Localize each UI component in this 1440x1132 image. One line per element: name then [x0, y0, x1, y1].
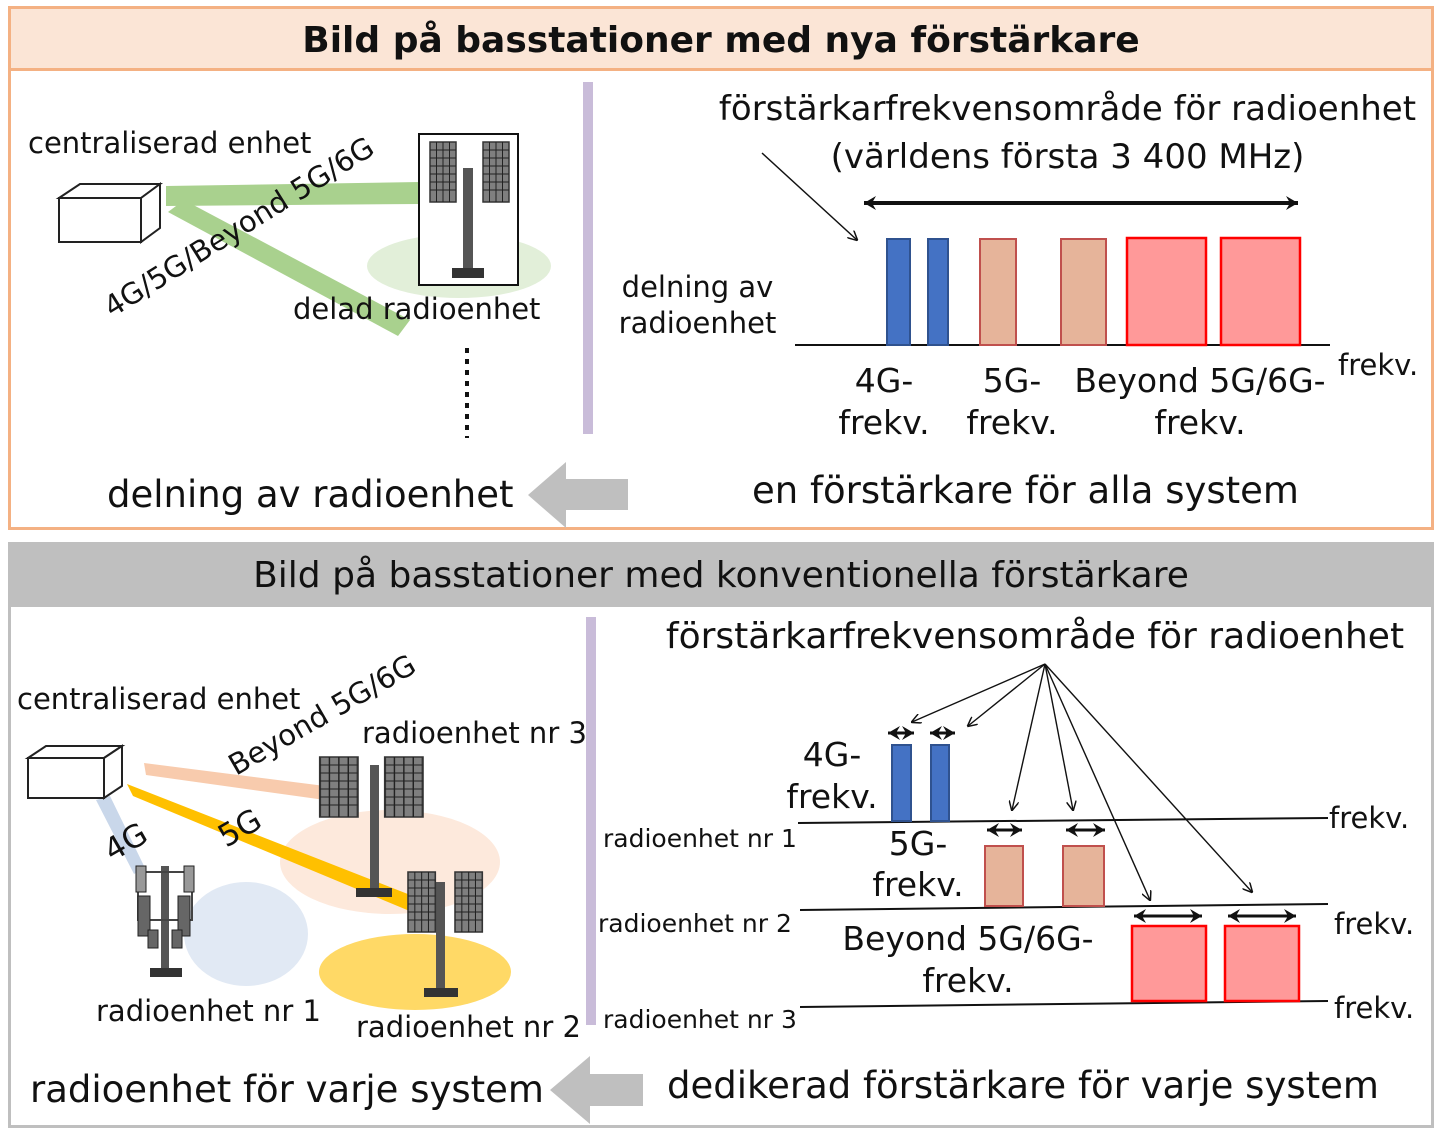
- band-width-arrows: [888, 726, 1296, 923]
- central-unit-box-icon: [55, 182, 164, 244]
- coverage-ellipse-ru1: [184, 882, 308, 986]
- range-title-line1: förstärkarfrekvensområde för radioenhet: [718, 89, 1417, 129]
- ru1-label: radioenhet nr 1: [96, 994, 321, 1028]
- divider-top: [583, 82, 593, 434]
- divider-bottom: [586, 617, 596, 1025]
- link-4g: [96, 796, 145, 874]
- band-4g-2: [927, 238, 949, 346]
- row-label-line1: delning av: [621, 270, 774, 304]
- range-title-line2: (världens första 3 400 MHz): [830, 137, 1305, 177]
- top-header: Bild på basstationer med nya förstärkare: [11, 9, 1431, 71]
- link-5g: [127, 784, 418, 912]
- band-b5g-1: [1130, 924, 1208, 1003]
- range-title: förstärkarfrekvensområde för radioenhet: [665, 616, 1405, 657]
- pointer-line: [761, 152, 857, 240]
- antenna-tower-icon: [318, 755, 424, 897]
- band-4g-label-1: 4G-: [802, 735, 862, 774]
- central-unit-box-icon: [24, 744, 126, 800]
- link-band-upper: [166, 182, 420, 206]
- band-5g-2: [1060, 238, 1107, 346]
- band-4g-label-2: frekv.: [786, 777, 878, 816]
- ru2-label: radioenhet nr 2: [356, 1010, 581, 1044]
- band-5g-1: [984, 845, 1024, 907]
- caption-right-top: en förstärkare för alla system: [752, 469, 1299, 512]
- band-4g-label-2: frekv.: [838, 403, 930, 442]
- freq-axis-label-2: frekv.: [1334, 907, 1415, 941]
- band-4g-2: [930, 744, 950, 822]
- central-unit-label: centraliserad enhet: [17, 682, 301, 716]
- ru3-label: radioenhet nr 3: [362, 716, 587, 750]
- row-label-line2: radioenhet: [618, 306, 777, 340]
- freq-axis-label-1: frekv.: [1329, 801, 1410, 835]
- band-b5g-label-1: Beyond 5G/6G-: [1074, 361, 1326, 400]
- band-b5g-2: [1223, 924, 1301, 1003]
- pointer-fan: [912, 663, 1252, 900]
- band-b5g-1: [1125, 236, 1208, 347]
- row-ru3-label: radioenhet nr 3: [603, 1005, 797, 1034]
- freq-axis-label: frekv.: [1338, 348, 1419, 382]
- antenna-tower-icon: [135, 865, 195, 977]
- band-5g-label-1: 5G-: [888, 824, 948, 863]
- band-4g-1: [891, 744, 912, 822]
- band-b5g-2: [1219, 236, 1302, 347]
- row-ru2-label: radioenhet nr 2: [598, 909, 792, 938]
- band-5g-2: [1062, 845, 1105, 907]
- caption-right-bottom: dedikerad förstärkare för varje system: [667, 1064, 1379, 1107]
- link-b5g: [144, 763, 325, 800]
- freq-axis-label-3: frekv.: [1334, 991, 1415, 1025]
- freq-axis-ru1: [797, 817, 1329, 824]
- left-arrow-icon: [528, 462, 628, 528]
- caption-left-top: delning av radioenhet: [107, 473, 514, 516]
- bottom-header: Bild på basstationer med konventionella …: [11, 545, 1431, 607]
- band-4g-label-1: 4G-: [854, 361, 914, 400]
- band-5g-1: [979, 238, 1017, 346]
- antenna-tower-icon: [407, 871, 484, 997]
- caption-left-bottom: radioenhet för varje system: [30, 1068, 544, 1111]
- central-unit-label: centraliserad enhet: [28, 126, 312, 160]
- link-label-4g: 4G: [98, 816, 154, 869]
- top-title: Bild på basstationer med nya förstärkare: [302, 20, 1140, 61]
- band-5g-label-1: 5G-: [982, 361, 1042, 400]
- band-5g-label-2: frekv.: [966, 403, 1058, 442]
- band-5g-label-2: frekv.: [872, 865, 964, 904]
- coverage-ellipse-ru2: [319, 934, 511, 1010]
- antenna-tower-icon: [418, 133, 519, 286]
- band-4g-1: [886, 238, 911, 346]
- bottom-title: Bild på basstationer med konventionella …: [253, 555, 1189, 596]
- left-arrow-icon: [550, 1056, 643, 1124]
- band-b5g-label-2: frekv.: [1154, 403, 1246, 442]
- band-b5g-label-1: Beyond 5G/6G-: [842, 919, 1094, 958]
- shared-unit-label: delad radioenhet: [293, 292, 541, 326]
- band-b5g-label-2: frekv.: [922, 961, 1014, 1000]
- link-band-lower: [168, 200, 410, 336]
- row-ru1-label: radioenhet nr 1: [603, 824, 797, 853]
